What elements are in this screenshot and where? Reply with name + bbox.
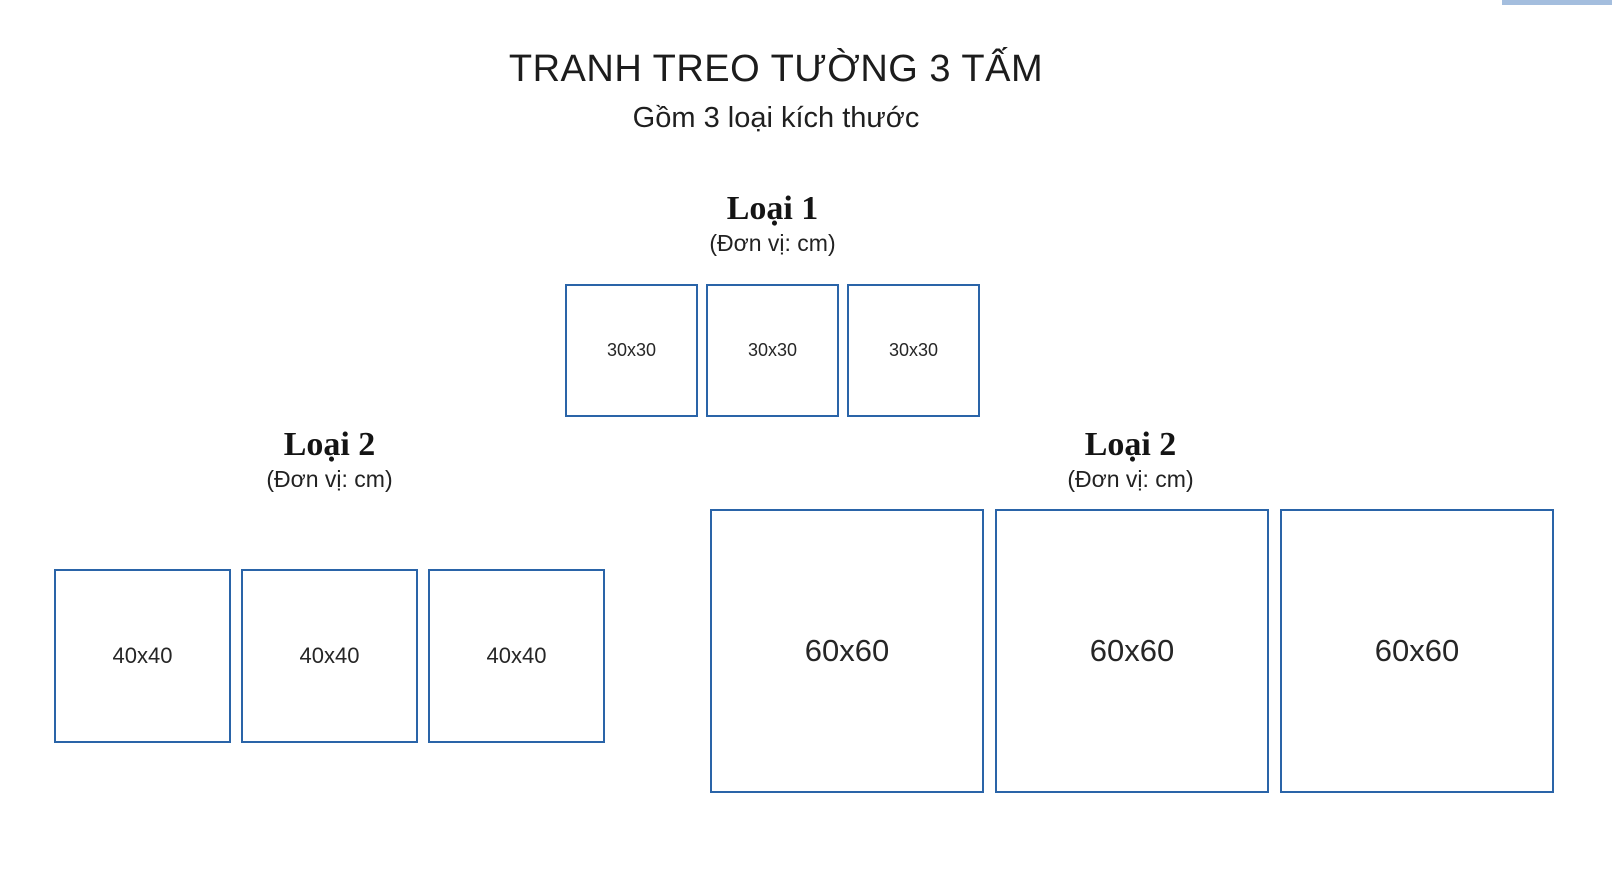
group-1-panel-row: 30x30 30x30 30x30 — [565, 284, 980, 417]
page-title: TRANH TREO TƯỜNG 3 TẤM — [508, 48, 1044, 90]
group-2-unit: (Đơn vị: cm) — [266, 466, 393, 493]
group-3-header: Loại 2 (Đơn vị: cm) — [710, 426, 1551, 493]
top-right-accent-bar — [1502, 0, 1612, 5]
group-1-unit: (Đơn vị: cm) — [709, 230, 836, 257]
group-2-label: Loại 2 — [283, 426, 376, 463]
panel-box-30x30: 30x30 — [706, 284, 839, 417]
panel-box-40x40: 40x40 — [428, 569, 605, 743]
group-3-panel-row: 60x60 60x60 60x60 — [710, 509, 1554, 793]
panel-box-30x30: 30x30 — [847, 284, 980, 417]
panel-box-40x40: 40x40 — [54, 569, 231, 743]
group-1-header: Loại 1 (Đơn vị: cm) — [565, 190, 980, 257]
group-1-label: Loại 1 — [726, 190, 819, 227]
group-2-panel-row: 40x40 40x40 40x40 — [54, 569, 605, 743]
panel-box-40x40: 40x40 — [241, 569, 418, 743]
panel-box-60x60: 60x60 — [710, 509, 984, 793]
page-subtitle: Gồm 3 loại kích thước — [632, 102, 920, 134]
panel-box-60x60: 60x60 — [995, 509, 1269, 793]
group-2-header: Loại 2 (Đơn vị: cm) — [54, 426, 605, 493]
panel-box-30x30: 30x30 — [565, 284, 698, 417]
group-3-label: Loại 2 — [1084, 426, 1177, 463]
group-3-unit: (Đơn vị: cm) — [1067, 466, 1194, 493]
panel-box-60x60: 60x60 — [1280, 509, 1554, 793]
